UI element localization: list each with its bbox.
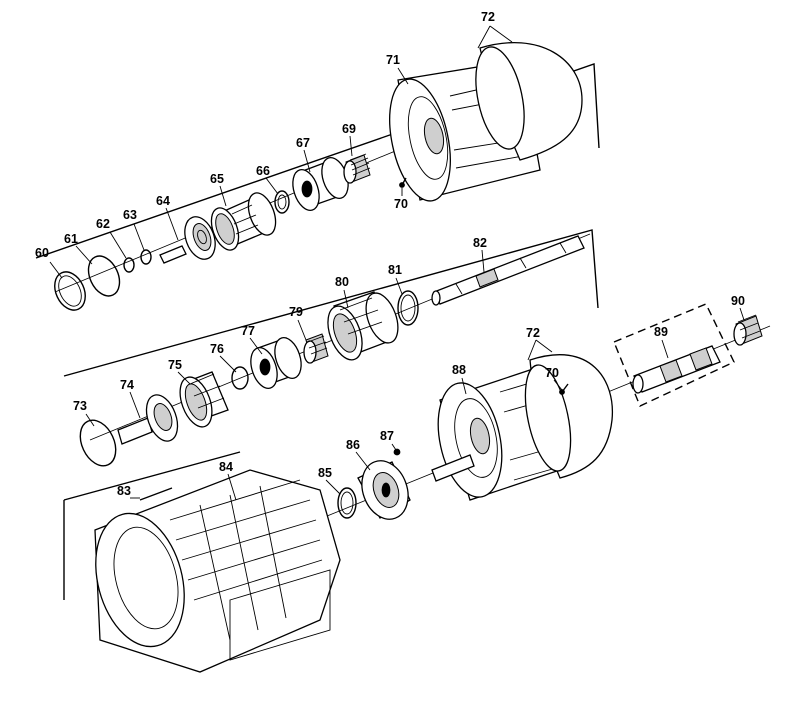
part-74-output-shaft	[117, 394, 179, 445]
callout-69: 69	[342, 122, 356, 136]
callout-80: 80	[335, 275, 349, 289]
part-80-clutch-drum	[327, 291, 399, 361]
part-62-washer	[123, 257, 135, 273]
callout-77: 77	[241, 324, 255, 338]
part-61-ring	[87, 255, 121, 297]
callout-65: 65	[210, 172, 224, 186]
part-85-seal	[337, 487, 357, 519]
part-89-callout-box	[613, 303, 735, 407]
part-75-clutch-housing	[179, 371, 229, 428]
callout-72-bottom: 72	[526, 326, 540, 340]
part-63-washer	[140, 249, 152, 265]
part-77-planetary-carrier	[250, 337, 302, 389]
part-66-thrust-washer	[274, 190, 290, 214]
callout-76: 76	[210, 342, 224, 356]
callout-70-bottom: 70	[545, 366, 559, 380]
callout-70-top: 70	[394, 197, 408, 211]
callout-60: 60	[35, 246, 49, 260]
callout-90: 90	[731, 294, 745, 308]
callout-72-top: 72	[481, 10, 495, 24]
part-87-bolt	[393, 448, 401, 456]
callout-62: 62	[96, 217, 110, 231]
callout-67: 67	[296, 136, 310, 150]
callout-81: 81	[388, 263, 402, 277]
leader-lines	[49, 25, 745, 501]
part-79-sun-gear	[303, 333, 329, 364]
part-67-planetary-carrier	[292, 157, 349, 211]
callout-87: 87	[380, 429, 394, 443]
part-60-snap-ring	[54, 271, 86, 311]
callout-89: 89	[654, 325, 668, 339]
callout-63: 63	[123, 208, 137, 222]
callout-86: 86	[346, 438, 360, 452]
part-83-pin	[139, 487, 173, 501]
callout-66: 66	[256, 164, 270, 178]
part-89-output-shaft	[632, 345, 721, 394]
callout-82: 82	[473, 236, 487, 250]
part-90-gear	[733, 314, 763, 346]
part-65-clutch-drum	[210, 192, 277, 251]
panel-border-bottom-top	[63, 451, 241, 501]
part-69-sun-gear	[343, 153, 371, 184]
callout-85: 85	[318, 466, 332, 480]
callout-71: 71	[386, 53, 400, 67]
part-86-adapter-plate	[357, 460, 411, 520]
panel-border-middle	[63, 229, 599, 377]
callout-64: 64	[156, 194, 170, 208]
part-70-bolt-top	[399, 177, 407, 188]
callout-83: 83	[117, 484, 131, 498]
part-84-transmission-case	[94, 469, 341, 673]
part-76-thrust-washer	[231, 366, 249, 390]
callout-84: 84	[219, 460, 233, 474]
callout-75: 75	[168, 358, 182, 372]
callout-74: 74	[120, 378, 134, 392]
callout-61: 61	[64, 232, 78, 246]
part-81-seal-ring	[397, 290, 419, 326]
part-70-bolt-bottom	[559, 383, 569, 395]
callout-88: 88	[452, 363, 466, 377]
part-73-snap-ring	[79, 419, 117, 467]
callout-79: 79	[289, 305, 303, 319]
part-82-main-shaft	[431, 235, 585, 306]
callout-73: 73	[73, 399, 87, 413]
part-72-extension-housing-top	[475, 42, 583, 161]
